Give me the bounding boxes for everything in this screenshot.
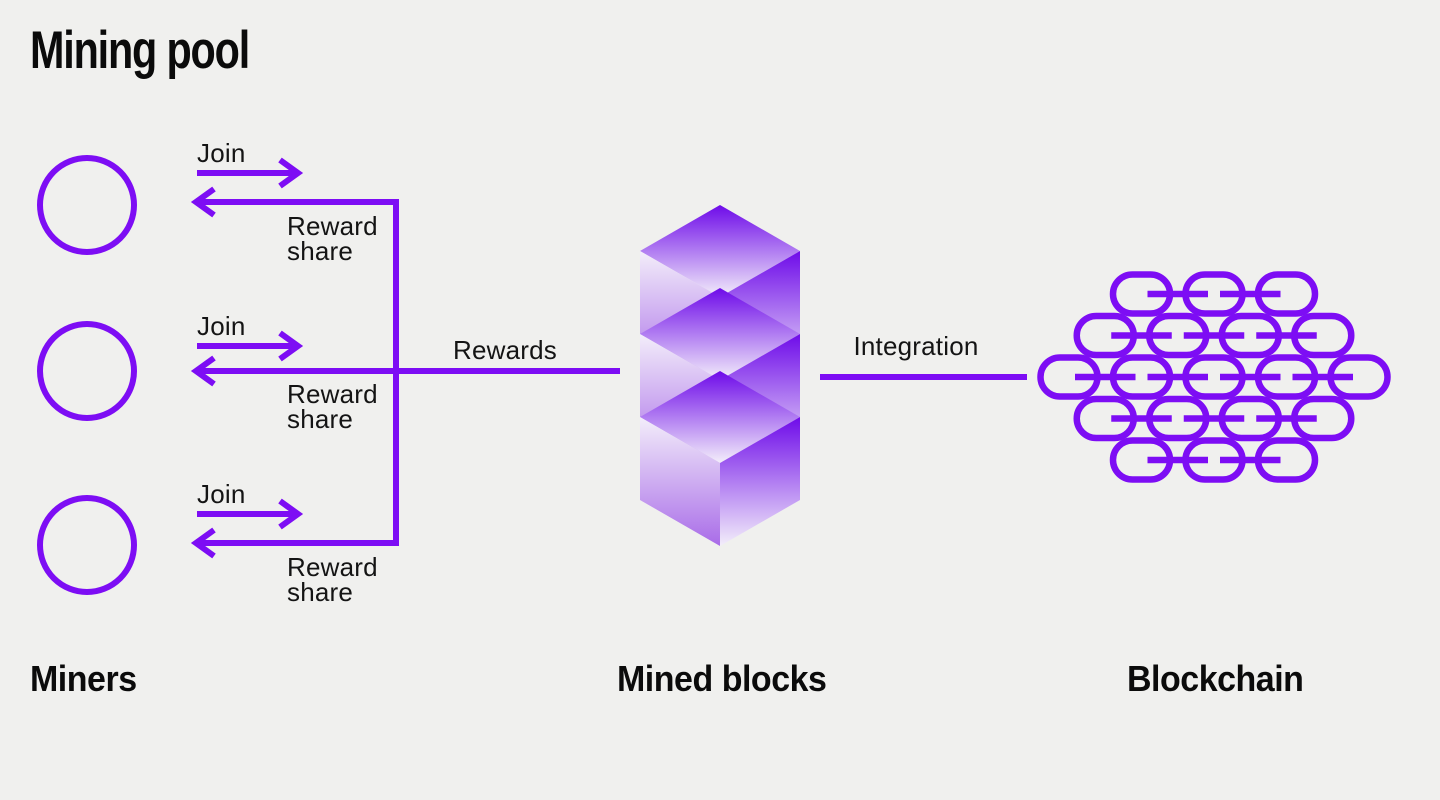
reward-arrowhead-icon <box>190 355 216 387</box>
miner-icon <box>37 495 137 595</box>
join-arrowhead-icon <box>278 330 304 362</box>
integration-label: Integration <box>853 331 979 361</box>
miner-icon <box>37 155 137 255</box>
blockchain-icon <box>1037 271 1391 483</box>
join-label: Join <box>197 138 246 168</box>
mined-blocks-icon <box>640 205 800 546</box>
reward-share-line2: share <box>287 577 354 607</box>
reward-share-line1: Reward <box>287 552 378 582</box>
join-arrowhead-icon <box>278 157 304 189</box>
reward-share-line1: Reward <box>287 379 378 409</box>
reward-share-label: Reward share <box>287 552 378 607</box>
join-arrowhead-icon <box>278 498 304 530</box>
block-left-face <box>640 417 720 546</box>
reward-share-label: Reward share <box>287 379 378 434</box>
reward-share-label: Reward share <box>287 211 378 266</box>
miner-icon <box>37 321 137 421</box>
reward-arrowhead-icon <box>190 527 216 559</box>
reward-share-line2: share <box>287 236 354 266</box>
reward-share-line2: share <box>287 404 354 434</box>
reward-share-arrows-group <box>190 186 620 559</box>
reward-arrowhead-icon <box>190 186 216 218</box>
page-title: Mining pool <box>30 21 250 80</box>
miners-section-label: Miners <box>30 658 137 699</box>
reward-share-line1: Reward <box>287 211 378 241</box>
mined-blocks-section-label: Mined blocks <box>617 658 827 699</box>
rewards-label: Rewards <box>453 335 557 365</box>
block-right-face <box>720 417 800 546</box>
join-label: Join <box>197 479 246 509</box>
blockchain-section-label: Blockchain <box>1127 658 1304 699</box>
join-arrows-group <box>197 157 304 530</box>
miners-group <box>37 155 137 595</box>
join-label: Join <box>197 311 246 341</box>
